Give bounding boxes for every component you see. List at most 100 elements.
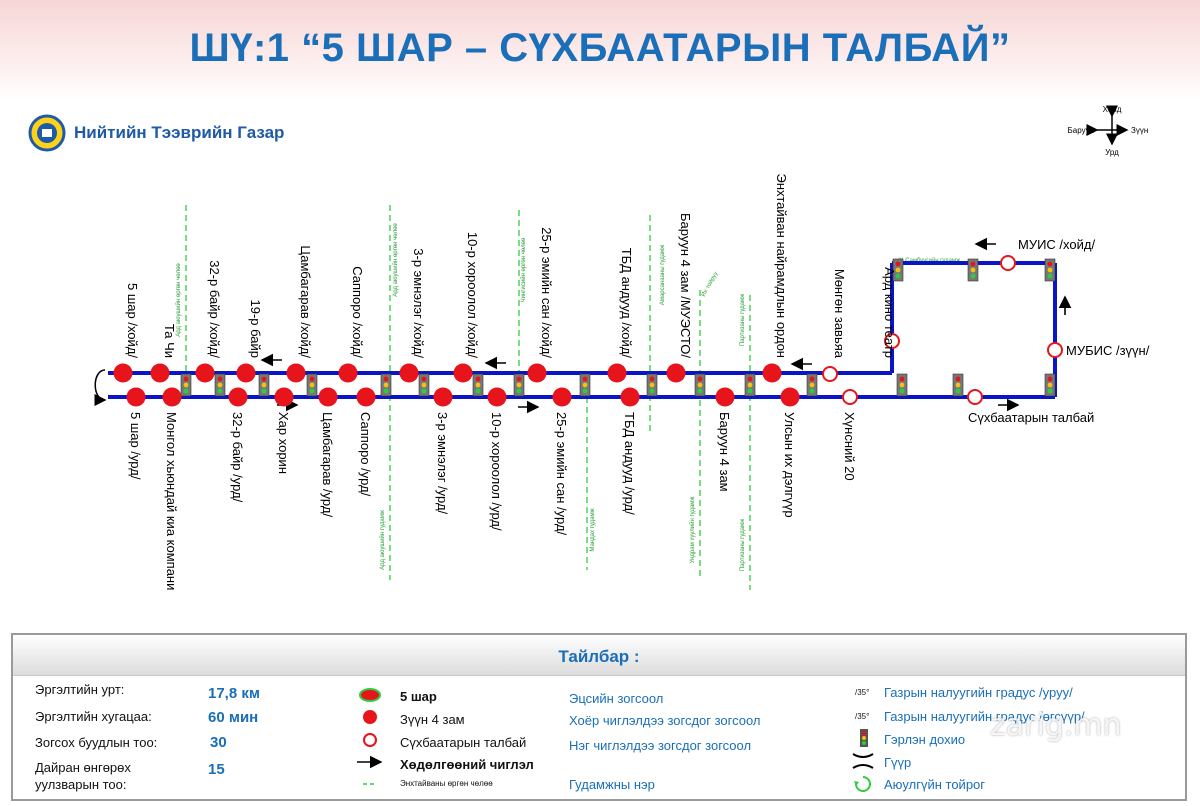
stop-marker-ring (967, 389, 983, 405)
legend-panel: Тайлбар : Эргэлтийн урт: 17,8 км Эргэлти… (11, 633, 1187, 801)
stop-label-bottom: Улсын их дэлгүүр (782, 412, 797, 518)
stop-type: Гудамжны нэр (569, 777, 655, 792)
stop-marker (126, 387, 146, 407)
stop-marker (236, 363, 256, 383)
compass-east: Зүүн (1131, 126, 1148, 135)
stop-type: Эцсийн зогсоол (569, 691, 664, 706)
stop-marker (620, 387, 640, 407)
street-label: Ж.Самбуугийн гудамж (898, 257, 960, 264)
traffic-light-icon (744, 373, 756, 397)
stop-marker-ring (842, 389, 858, 405)
legend-title: Тайлбар : (13, 635, 1185, 676)
compass-north: Хойд (1103, 105, 1122, 114)
red-stop-icon (363, 710, 377, 724)
stop-label-top: Баруун 4 зам /МУЭСТО/ (678, 213, 693, 358)
green-ring-stop-icon (359, 688, 381, 702)
legend-feature-label: Газрын налуугийн градус /өгсүүр/ (884, 709, 1085, 724)
stat-label: Зогсох буудлын тоо: (35, 735, 158, 750)
street-label: Ундрам хуулийн гудамж (689, 497, 696, 564)
stat-value: 17,8 км (208, 685, 260, 702)
traffic-light-icon (892, 258, 904, 282)
street-label: Партизаны гудамж (740, 294, 746, 346)
route-line (108, 261, 1057, 399)
brand-name: Нийтийн Тээврийн Газар (74, 123, 285, 142)
traffic-light-icon (380, 373, 392, 397)
traffic-light-icon (1044, 258, 1056, 282)
compass-south: Урд (1105, 148, 1119, 157)
traffic-light-icon (967, 258, 979, 282)
stat-label: Эргэлтийн урт: (35, 682, 125, 697)
traffic-light-icon (306, 373, 318, 397)
stop-label-top: 5 шар /хойд/ (125, 283, 140, 358)
stop-marker (715, 387, 735, 407)
slope-up-icon: /35° (855, 712, 870, 721)
stop-label-bottom: 25-р эмийн сан /урд/ (554, 412, 569, 536)
legend-symbol-label: Зүүн 4 зам (400, 712, 465, 727)
compass-west: Баруун (1068, 126, 1094, 135)
legend-symbol-label: Хөдөлгөөний чиглэл (400, 757, 534, 772)
stop-label-bottom: 3-р эмнэлэг /урд/ (435, 412, 450, 515)
slope-down-icon: /35° (855, 688, 870, 697)
stat-label: Эргэлтийн хугацаа: (35, 709, 152, 724)
street-lines (185, 205, 751, 590)
stop-marker (318, 387, 338, 407)
stop-label-top: 19-р байр (248, 300, 263, 359)
stop-marker-ring (822, 366, 838, 382)
stop-marker (162, 387, 182, 407)
stop-label-bottom: 10-р хороолол /урд/ (489, 412, 504, 531)
legend-symbol-label: 5 шар (400, 689, 437, 704)
stop-label-bottom: Хар хорин (276, 412, 291, 474)
stop-label-bottom: 5 шар /урд/ (128, 412, 143, 480)
street-label: Ард аюушийн өргөн чөлөө (175, 263, 182, 337)
title-banner (0, 0, 1200, 100)
stop-marker (433, 387, 453, 407)
stop-label-top: 25-р эмийн сан /хойд/ (539, 227, 554, 358)
stop-label-bottom: Саппоро /урд/ (358, 412, 373, 497)
traffic-light-icon (896, 373, 908, 397)
traffic-light-icon (513, 373, 525, 397)
traffic-light-icon (952, 373, 964, 397)
legend-feature-label: Гэрлэн дохио (884, 732, 966, 747)
stop-label-bottom: Хүнсний 20 (842, 412, 857, 481)
stop-label-top: Та Чи (162, 324, 177, 358)
street-label: Ард аюушийн гудамж (379, 510, 386, 570)
turnaround-arrow-icon (94, 369, 107, 406)
stop-label-loop: МУИС /хойд/ (1018, 237, 1095, 252)
stat-label: Дайран өнгөрөх уулзварын тоо: (35, 760, 131, 792)
stop-marker (356, 387, 376, 407)
page-title: ШҮ:1 “5 ШАР – СҮХБААТАРЫН ТАЛБАЙ” (189, 26, 1011, 70)
stat-value: 15 (208, 761, 225, 778)
stop-label-bottom: Баруун 4 зам (717, 412, 732, 492)
traffic-light-icon (258, 373, 270, 397)
stop-label-top: Ард кино театр (882, 267, 897, 358)
roundabout-icon (854, 776, 871, 792)
stop-marker (527, 363, 547, 383)
bridge-icon (852, 753, 874, 769)
stop-marker (780, 387, 800, 407)
street-label: Ард аюушийн өргөн чөлөө (392, 223, 399, 297)
stop-label-top: Мөнгөн завьяа (832, 269, 847, 359)
legend-feature-label: Газрын налуугийн градус /уруу/ (884, 685, 1073, 700)
stop-marker (453, 363, 473, 383)
traffic-light-icon (418, 373, 430, 397)
brand: Нийтийн Тээврийн Газар (28, 114, 284, 152)
stop-marker (150, 363, 170, 383)
street-label: Амарсанааны гудамж (660, 245, 666, 305)
legend-feature-label: Гүүр (884, 755, 912, 770)
traffic-light-icon (472, 373, 484, 397)
stop-type: Хоёр чиглэлдээ зогсдог зогсоол (569, 713, 761, 728)
stop-marker (607, 363, 627, 383)
stop-marker (228, 387, 248, 407)
traffic-light-icon (579, 373, 591, 397)
stop-label-top: Цамбагарав /хойд/ (298, 245, 313, 358)
traffic-lights (180, 258, 1056, 397)
traffic-light-icon (646, 373, 658, 397)
ntg-logo-icon (28, 114, 66, 152)
stop-marker (762, 363, 782, 383)
stops (113, 255, 1063, 407)
legend-feature-label: Аюулгүйн тойрог (884, 777, 986, 792)
stop-marker (487, 387, 507, 407)
stop-label-bottom: 32-р байр /урд/ (230, 412, 245, 503)
stop-marker (666, 363, 686, 383)
traffic-light-icon (860, 729, 868, 747)
